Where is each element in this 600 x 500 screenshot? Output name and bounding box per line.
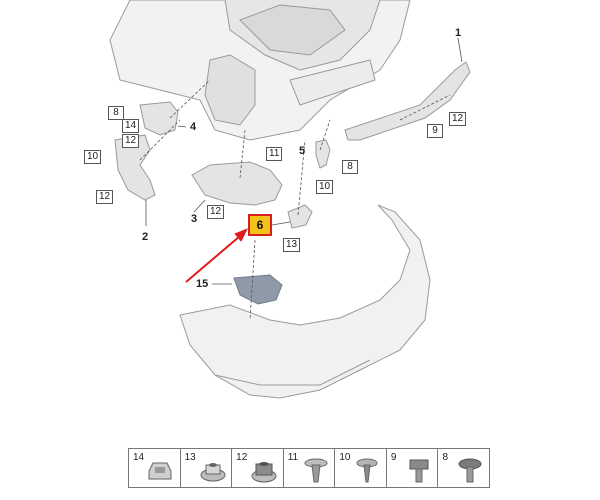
- ref-box-8: 8: [108, 106, 124, 120]
- hex-nut-icon: [251, 462, 277, 483]
- callout-3: 3: [191, 213, 198, 225]
- legend-cell-10[interactable]: 10: [335, 449, 387, 487]
- callout-6-highlighted[interactable]: 6: [248, 214, 272, 236]
- callout-1: 1: [455, 27, 462, 39]
- callout-2: 2: [142, 231, 149, 243]
- legend-cell-14[interactable]: 14: [129, 449, 181, 487]
- ref-box-12: 12: [207, 205, 225, 219]
- ref-box-10: 10: [316, 180, 334, 194]
- ref-box-12: 12: [122, 134, 140, 148]
- flange-nut-icon: [200, 463, 226, 482]
- ref-box-14: 14: [122, 119, 140, 133]
- ref-box-13: 13: [283, 238, 301, 252]
- expanding-rivet-icon: [304, 458, 328, 483]
- callout-4: 4: [190, 121, 197, 133]
- legend-cell-11[interactable]: 11: [284, 449, 336, 487]
- clip-nut-icon: [148, 462, 172, 480]
- legend-label: 13: [184, 452, 196, 463]
- screw-icon: [356, 458, 378, 483]
- callout-15: 15: [196, 278, 209, 290]
- fastener-legend: 14 13 12 11: [128, 448, 490, 488]
- legend-label: 10: [339, 452, 351, 463]
- legend-label: 12: [236, 452, 248, 463]
- legend-cell-8[interactable]: 8: [438, 449, 489, 487]
- legend-label: 14: [133, 452, 145, 463]
- legend-label: 8: [442, 452, 449, 463]
- legend-cell-13[interactable]: 13: [181, 449, 233, 487]
- ref-box-12: 12: [449, 112, 467, 126]
- ref-box-11: 11: [266, 147, 283, 161]
- legend-cell-9[interactable]: 9: [387, 449, 439, 487]
- ref-box-12: 12: [96, 190, 114, 204]
- callout-5: 5: [299, 145, 306, 157]
- legend-label: 9: [390, 452, 397, 463]
- ref-box-8: 8: [342, 160, 358, 174]
- hex-bolt-icon: [409, 459, 429, 483]
- legend-cell-12[interactable]: 12: [232, 449, 284, 487]
- legend-label: 11: [287, 452, 299, 463]
- round-head-bolt-icon: [458, 458, 482, 483]
- ref-box-9: 9: [427, 124, 443, 138]
- ref-box-10: 10: [84, 150, 102, 164]
